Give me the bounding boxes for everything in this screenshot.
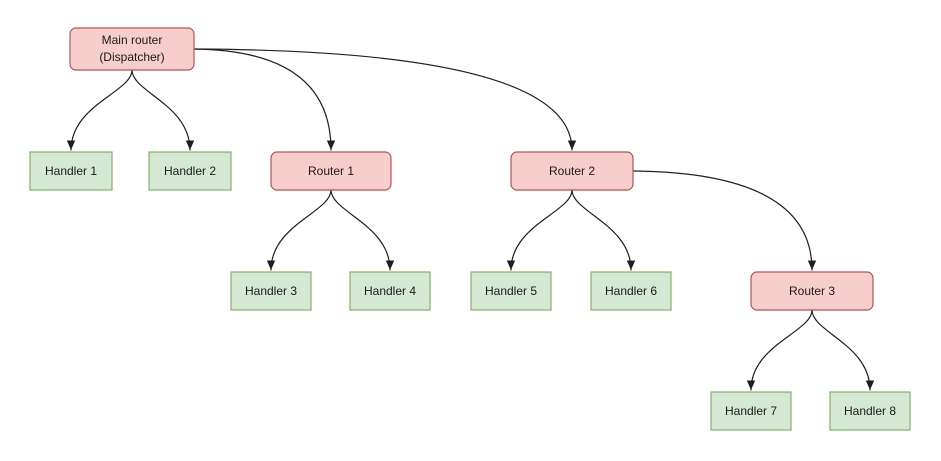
main-router-box[interactable] bbox=[69, 27, 195, 71]
main-router-label-line1: Main router bbox=[102, 33, 163, 47]
handler-3-label: Handler 3 bbox=[245, 284, 297, 298]
edge-router-2-to-handler-5 bbox=[510, 189, 573, 271]
router-3-label: Router 3 bbox=[789, 284, 835, 298]
edge-main-to-router-1 bbox=[193, 48, 332, 151]
edge-router-2-to-handler-6-arrowhead bbox=[626, 260, 636, 270]
edge-router-2-to-router-3 bbox=[632, 170, 813, 271]
edge-main-to-router-2 bbox=[193, 48, 573, 151]
node-handler-1[interactable]: Handler 1 bbox=[29, 151, 113, 191]
handler-4-label: Handler 4 bbox=[364, 284, 416, 298]
handler-4-box[interactable] bbox=[349, 271, 431, 311]
handler-6-label: Handler 6 bbox=[605, 284, 657, 298]
handler-1-box[interactable] bbox=[29, 151, 113, 191]
handler-3-box[interactable] bbox=[230, 271, 312, 311]
edge-router-1-to-handler-3 bbox=[270, 189, 332, 271]
router-1-label: Router 1 bbox=[308, 164, 354, 178]
node-main-router[interactable]: Main router (Dispatcher) bbox=[69, 27, 195, 71]
node-handler-2[interactable]: Handler 2 bbox=[148, 151, 232, 191]
edge-main-to-handler-2 bbox=[131, 69, 191, 151]
edge-router-2-to-handler-6 bbox=[571, 189, 632, 271]
handler-8-label: Handler 8 bbox=[844, 404, 896, 418]
edge-router-1-to-handler-3-arrowhead bbox=[266, 260, 276, 270]
node-handler-4[interactable]: Handler 4 bbox=[349, 271, 431, 311]
node-router-1[interactable]: Router 1 bbox=[270, 151, 392, 191]
edge-main-to-handler-1-arrowhead bbox=[66, 140, 76, 150]
edges-layer bbox=[66, 48, 875, 391]
edge-router-1-to-handler-4 bbox=[330, 189, 391, 271]
node-handler-7[interactable]: Handler 7 bbox=[710, 391, 792, 431]
node-router-3[interactable]: Router 3 bbox=[750, 271, 874, 311]
edge-main-to-router-1-arrowhead bbox=[326, 140, 336, 150]
handler-7-label: Handler 7 bbox=[725, 404, 777, 418]
edge-router-3-to-handler-8 bbox=[811, 309, 871, 391]
node-router-2[interactable]: Router 2 bbox=[510, 151, 634, 191]
node-handler-8[interactable]: Handler 8 bbox=[829, 391, 911, 431]
router-2-box[interactable] bbox=[510, 151, 634, 191]
handler-2-label: Handler 2 bbox=[164, 164, 216, 178]
handler-5-box[interactable] bbox=[470, 271, 552, 311]
nodes-layer: Main router (Dispatcher) Handler 1 Handler … bbox=[29, 27, 911, 431]
node-handler-3[interactable]: Handler 3 bbox=[230, 271, 312, 311]
handler-2-box[interactable] bbox=[148, 151, 232, 191]
router-1-box[interactable] bbox=[270, 151, 392, 191]
edge-main-to-handler-2-arrowhead bbox=[185, 140, 195, 150]
edge-router-2-to-handler-5-arrowhead bbox=[506, 260, 516, 270]
edge-router-2-to-router-3-arrowhead bbox=[807, 260, 817, 270]
edge-router-3-to-handler-8-arrowhead bbox=[865, 380, 875, 390]
handler-7-box[interactable] bbox=[710, 391, 792, 431]
edge-router-3-to-handler-7-arrowhead bbox=[746, 380, 756, 390]
router-2-label: Router 2 bbox=[549, 164, 595, 178]
edge-main-to-handler-1 bbox=[70, 69, 133, 151]
edge-main-to-router-2-arrowhead bbox=[567, 140, 577, 150]
handler-5-label: Handler 5 bbox=[485, 284, 537, 298]
edge-router-3-to-handler-7 bbox=[750, 309, 813, 391]
main-router-label-line2: (Dispatcher) bbox=[99, 50, 164, 64]
node-handler-6[interactable]: Handler 6 bbox=[590, 271, 672, 311]
handler-6-box[interactable] bbox=[590, 271, 672, 311]
handler-1-label: Handler 1 bbox=[45, 164, 97, 178]
edge-router-1-to-handler-4-arrowhead bbox=[385, 260, 395, 270]
node-handler-5[interactable]: Handler 5 bbox=[470, 271, 552, 311]
handler-8-box[interactable] bbox=[829, 391, 911, 431]
router-3-box[interactable] bbox=[750, 271, 874, 311]
